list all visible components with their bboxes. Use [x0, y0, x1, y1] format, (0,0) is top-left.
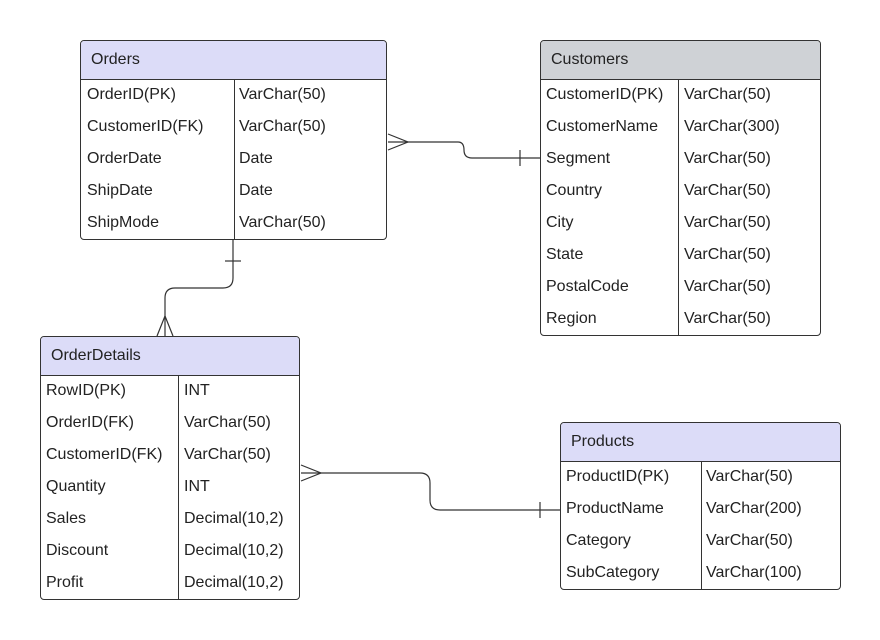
field-name: Category — [566, 532, 631, 549]
field-type: VarChar(100) — [706, 564, 802, 581]
entity-customers[interactable]: Customers CustomerID(PK)VarChar(50)Custo… — [540, 40, 821, 336]
field-type: Decimal(10,2) — [184, 542, 284, 559]
connector-line — [388, 141, 540, 159]
table-row: CustomerID(PK) VarChar(50) — [541, 80, 820, 112]
crowfoot-many-icon — [387, 133, 410, 151]
field-type: VarChar(50) — [239, 86, 326, 103]
table-row: PostalCode VarChar(50) — [541, 272, 820, 304]
relationship-products-orderdetails[interactable] — [300, 464, 560, 518]
field-type: INT — [184, 382, 210, 399]
field-type: VarChar(50) — [706, 532, 793, 549]
entity-body: OrderID(PK) VarChar(50) CustomerID(FK) VarC… — [81, 80, 386, 239]
field-name: OrderDate — [87, 150, 162, 167]
field-type: VarChar(50) — [239, 214, 326, 231]
field-type: Decimal(10,2) — [184, 574, 284, 591]
table-row: RowID(PK) INT — [41, 376, 299, 408]
table-row: ShipDate Date — [81, 176, 386, 208]
table-row: OrderID(FK) VarChar(50) — [41, 408, 299, 440]
field-name: CustomerID(FK) — [87, 118, 204, 135]
field-name: State — [546, 246, 584, 263]
entity-orders[interactable]: Orders OrderID(PK)VarChar(50)CustomerID(… — [80, 40, 387, 240]
field-type: VarChar(50) — [684, 182, 771, 199]
field-type: INT — [184, 478, 210, 495]
field-type: VarChar(200) — [706, 500, 802, 517]
entity-title-orders: Orders — [81, 41, 386, 80]
table-row: State VarChar(50) — [541, 240, 820, 272]
table-row: Region VarChar(50) — [541, 304, 820, 335]
field-type: VarChar(50) — [184, 446, 271, 463]
field-name: OrderID(PK) — [87, 86, 176, 103]
field-name: PostalCode — [546, 278, 629, 295]
entity-orderdetails[interactable]: OrderDetails RowID(PK) INT OrderID(FK) VarC… — [40, 336, 300, 600]
table-row: Country VarChar(50) — [541, 176, 820, 208]
field-type: VarChar(50) — [684, 246, 771, 263]
table-row: Sales Decimal(10,2) — [41, 504, 299, 536]
connector-line — [301, 472, 560, 511]
table-row: Category VarChar(50) — [561, 526, 840, 558]
field-name: ShipMode — [87, 214, 160, 231]
field-name: OrderID(FK) — [46, 414, 134, 431]
entity-products[interactable]: Products ProductID(PK)VarChar(50)Product… — [560, 422, 841, 590]
field-name: CustomerID(FK) — [46, 446, 163, 463]
field-name: Discount — [46, 542, 109, 559]
field-name: ShipDate — [87, 182, 153, 199]
field-type: VarChar(300) — [684, 118, 780, 135]
field-type: VarChar(50) — [684, 278, 771, 295]
field-name: SubCategory — [566, 564, 660, 581]
table-row: Profit Decimal(10,2) — [41, 568, 299, 599]
table-row: CustomerID(FK) VarChar(50) — [41, 440, 299, 472]
field-name: Sales — [46, 510, 87, 527]
table-row: SubCategory VarChar(100) — [561, 558, 840, 589]
table-row: ShipMode VarChar(50) — [81, 208, 386, 239]
field-type: VarChar(50) — [684, 214, 771, 231]
table-row: ProductName VarChar(200) — [561, 494, 840, 526]
entity-title-customers: Customers — [541, 41, 820, 80]
field-name: CustomerName — [546, 118, 659, 135]
table-row: Segment VarChar(50) — [541, 144, 820, 176]
column-divider — [178, 376, 179, 599]
table-row: OrderDate Date — [81, 144, 386, 176]
table-row: OrderID(PK) VarChar(50) — [81, 80, 386, 112]
field-type: VarChar(50) — [239, 118, 326, 135]
relationship-orders-orderdetails[interactable] — [156, 240, 241, 337]
field-name: Quantity — [46, 478, 106, 495]
table-row: City VarChar(50) — [541, 208, 820, 240]
field-name: Region — [546, 310, 597, 327]
field-name: ProductName — [566, 500, 664, 517]
relationship-customers-orders[interactable] — [387, 133, 540, 166]
entity-title-products: Products — [561, 423, 840, 462]
table-row: Discount Decimal(10,2) — [41, 536, 299, 568]
field-name: Profit — [46, 574, 84, 591]
field-type: Decimal(10,2) — [184, 510, 284, 527]
field-type: VarChar(50) — [684, 86, 771, 103]
table-row: ProductID(PK) VarChar(50) — [561, 462, 840, 494]
field-type: Date — [239, 150, 273, 167]
column-divider — [701, 462, 702, 589]
connector-line — [164, 240, 234, 336]
field-type: VarChar(50) — [684, 310, 771, 327]
field-type: VarChar(50) — [184, 414, 271, 431]
crowfoot-many-icon — [156, 314, 174, 337]
field-name: ProductID(PK) — [566, 468, 670, 485]
field-name: Segment — [546, 150, 611, 167]
column-divider — [678, 80, 679, 335]
table-row: CustomerID(FK) VarChar(50) — [81, 112, 386, 144]
field-name: CustomerID(PK) — [546, 86, 664, 103]
field-type: VarChar(50) — [706, 468, 793, 485]
table-row: CustomerName VarChar(300) — [541, 112, 820, 144]
field-name: RowID(PK) — [46, 382, 127, 399]
column-divider — [234, 80, 235, 239]
entity-title-orderdetails: OrderDetails — [41, 337, 299, 376]
field-name: City — [546, 214, 574, 231]
field-type: Date — [239, 182, 273, 199]
field-name: Country — [546, 182, 603, 199]
field-type: VarChar(50) — [684, 150, 771, 167]
table-row: Quantity INT — [41, 472, 299, 504]
crowfoot-many-icon — [300, 464, 323, 482]
